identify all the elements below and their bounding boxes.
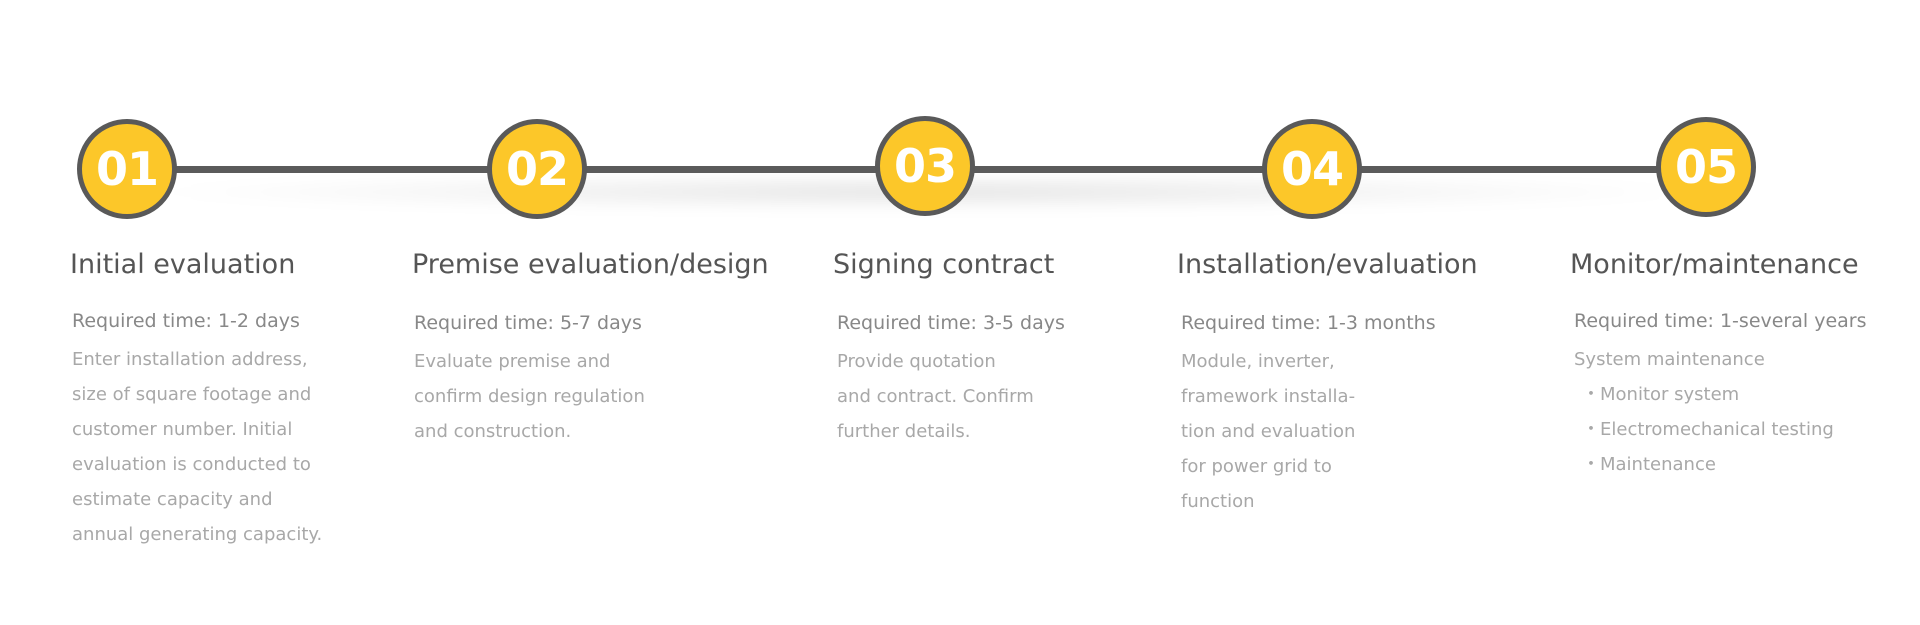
step-2-description-line: Evaluate premise and bbox=[414, 351, 611, 372]
step-4-time: Required time: 1-3 months bbox=[1181, 312, 1436, 334]
step-1-number: 01 bbox=[95, 142, 159, 196]
step-4-number: 04 bbox=[1280, 142, 1344, 196]
step-4-description-line: framework installa- bbox=[1181, 386, 1356, 407]
step-1-description-line: annual generating capacity. bbox=[72, 524, 323, 545]
step-3-title: Signing contract bbox=[833, 249, 1055, 280]
step-3-description-line: Provide quotation bbox=[837, 351, 996, 372]
step-2-number: 02 bbox=[505, 142, 569, 196]
step-3-circle: 03 bbox=[875, 116, 975, 216]
step-5-time: Required time: 1-several years bbox=[1574, 310, 1867, 332]
step-5-number: 05 bbox=[1674, 140, 1738, 194]
step-3-description-line: further details. bbox=[837, 421, 971, 442]
step-2-title: Premise evaluation/design bbox=[412, 249, 769, 280]
step-1-description-line: evaluation is conducted to bbox=[72, 454, 311, 475]
step-2-description-line: confirm design regulation bbox=[414, 386, 645, 407]
step-1-time: Required time: 1-2 days bbox=[72, 310, 300, 332]
step-2-description: Evaluate premise and confirm design regu… bbox=[414, 344, 645, 449]
step-4-description-line: Module, inverter, bbox=[1181, 351, 1335, 372]
step-5-description-line: System maintenance bbox=[1574, 349, 1765, 370]
step-3-time: Required time: 3-5 days bbox=[837, 312, 1065, 334]
step-5-circle: 05 bbox=[1656, 117, 1756, 217]
step-4-description-line: for power grid to bbox=[1181, 456, 1332, 477]
step-1-description-line: estimate capacity and bbox=[72, 489, 273, 510]
step-5-description: System maintenance ・Monitor system ・Elec… bbox=[1574, 342, 1834, 482]
step-5-bullet-item: ・Electromechanical testing bbox=[1582, 419, 1834, 440]
step-4-circle: 04 bbox=[1262, 119, 1362, 219]
step-1-circle: 01 bbox=[77, 119, 177, 219]
step-1-description-line: Enter installation address, bbox=[72, 349, 308, 370]
step-5-title: Monitor/maintenance bbox=[1570, 249, 1859, 280]
step-1-title: Initial evaluation bbox=[70, 249, 296, 280]
step-1-description-line: customer number. Initial bbox=[72, 419, 293, 440]
step-4-description-line: function bbox=[1181, 491, 1255, 512]
step-2-time: Required time: 5-7 days bbox=[414, 312, 642, 334]
step-4-description: Module, inverter, framework installa- ti… bbox=[1181, 344, 1355, 519]
step-4-title: Installation/evaluation bbox=[1177, 249, 1478, 280]
step-5-bullet-item: ・Maintenance bbox=[1582, 454, 1716, 475]
step-3-description-line: and contract. Confirm bbox=[837, 386, 1034, 407]
step-2-circle: 02 bbox=[487, 119, 587, 219]
step-3-description: Provide quotation and contract. Confirm … bbox=[837, 344, 1034, 449]
step-2-description-line: and construction. bbox=[414, 421, 572, 442]
step-1-description-line: size of square footage and bbox=[72, 384, 312, 405]
step-3-number: 03 bbox=[893, 139, 957, 193]
step-5-bullet-item: ・Monitor system bbox=[1582, 384, 1740, 405]
step-4-description-line: tion and evaluation bbox=[1181, 421, 1356, 442]
step-1-description: Enter installation address, size of squa… bbox=[72, 342, 322, 552]
